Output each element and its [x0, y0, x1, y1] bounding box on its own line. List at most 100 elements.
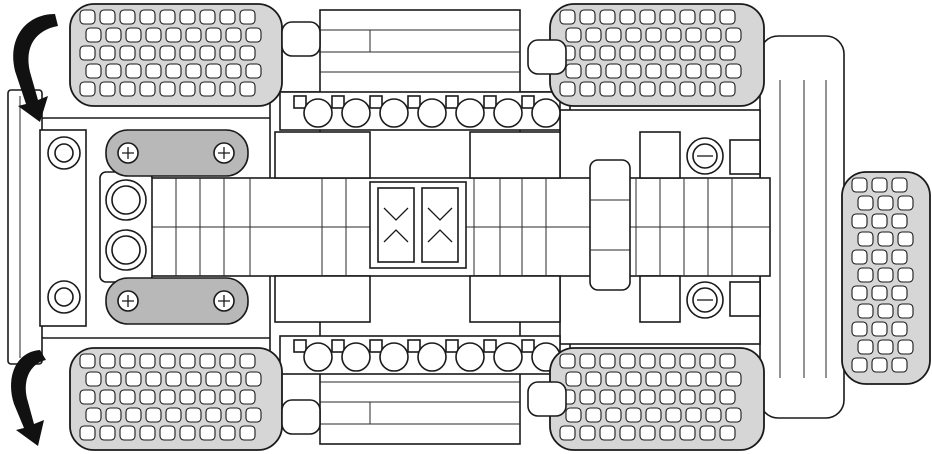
stud-square	[369, 95, 383, 109]
tread-block	[99, 45, 116, 61]
rear-left-tire	[549, 3, 765, 107]
tread-block	[897, 195, 914, 211]
tread-block	[851, 321, 868, 337]
tread-block	[679, 9, 696, 25]
tread-block	[897, 339, 914, 355]
wheel-hub	[527, 381, 567, 417]
tread-block	[85, 27, 102, 43]
tread-block	[219, 389, 236, 405]
tread-block	[659, 81, 676, 97]
tread-block	[699, 353, 716, 369]
tread-block	[145, 27, 162, 43]
tread-block	[725, 63, 742, 79]
tread-block	[871, 213, 888, 229]
tread-block	[639, 353, 656, 369]
rear-right-tire	[549, 347, 765, 451]
tread-block	[605, 407, 622, 423]
tread-block	[79, 425, 96, 441]
stud-square	[521, 339, 535, 353]
stud	[493, 98, 523, 128]
tread-block	[85, 63, 102, 79]
stud-square	[293, 95, 307, 109]
stud	[379, 98, 409, 128]
tread-block	[179, 45, 196, 61]
tread-block	[719, 389, 736, 405]
tread-block	[579, 389, 596, 405]
tread-block	[871, 357, 888, 373]
tread-block	[139, 353, 156, 369]
tread-block	[599, 389, 616, 405]
tread-block	[559, 425, 576, 441]
tread-block	[891, 321, 908, 337]
tread-block	[891, 249, 908, 265]
tread-block	[851, 249, 868, 265]
tread-block	[105, 407, 122, 423]
tread-block	[857, 195, 874, 211]
tread-block	[625, 371, 642, 387]
tread-block	[857, 267, 874, 283]
tread-block	[219, 9, 236, 25]
tread-block	[645, 63, 662, 79]
tread-block	[897, 303, 914, 319]
tread-block	[179, 425, 196, 441]
tread-block	[85, 407, 102, 423]
tread-block	[719, 353, 736, 369]
tread-block	[565, 27, 582, 43]
tread-block	[145, 63, 162, 79]
axle-pin-icon	[117, 142, 235, 312]
tread-block	[139, 389, 156, 405]
tread-block	[125, 371, 142, 387]
tread-block	[239, 81, 256, 97]
tread-block	[159, 9, 176, 25]
tread-block	[79, 9, 96, 25]
tread-block	[851, 213, 868, 229]
tread-block	[659, 9, 676, 25]
tread-block	[685, 407, 702, 423]
stud	[417, 342, 447, 372]
tread-block	[105, 27, 122, 43]
tread-block	[851, 177, 868, 193]
tread-block	[857, 303, 874, 319]
stud	[455, 342, 485, 372]
tread-block	[897, 231, 914, 247]
tread-block	[165, 371, 182, 387]
tread-block	[725, 407, 742, 423]
tread-block	[685, 27, 702, 43]
tread-block	[705, 407, 722, 423]
tread-block	[239, 389, 256, 405]
tread-block	[579, 353, 596, 369]
tread-block	[599, 45, 616, 61]
tread-block	[185, 407, 202, 423]
tread-block	[245, 407, 262, 423]
tread-block	[579, 425, 596, 441]
tread-block	[205, 27, 222, 43]
tread-block	[625, 407, 642, 423]
tread-block	[679, 45, 696, 61]
tread-block	[619, 45, 636, 61]
tread-block	[559, 81, 576, 97]
rear-axle-pins	[686, 137, 761, 319]
tread-block	[219, 45, 236, 61]
tread-block	[579, 45, 596, 61]
stud-square	[521, 95, 535, 109]
tread-block	[565, 371, 582, 387]
tread-block	[119, 425, 136, 441]
tread-block	[579, 81, 596, 97]
tread-block	[871, 285, 888, 301]
stud-square	[445, 95, 459, 109]
tread-block	[679, 425, 696, 441]
tread-block	[605, 371, 622, 387]
stud-square	[445, 339, 459, 353]
tread-block	[665, 407, 682, 423]
tread-block	[579, 9, 596, 25]
tread-block	[871, 177, 888, 193]
tread-block	[119, 389, 136, 405]
tread-block	[245, 63, 262, 79]
tread-block	[699, 389, 716, 405]
tread-block	[719, 45, 736, 61]
tread-block	[179, 9, 196, 25]
tread-block	[725, 27, 742, 43]
tread-block	[199, 389, 216, 405]
